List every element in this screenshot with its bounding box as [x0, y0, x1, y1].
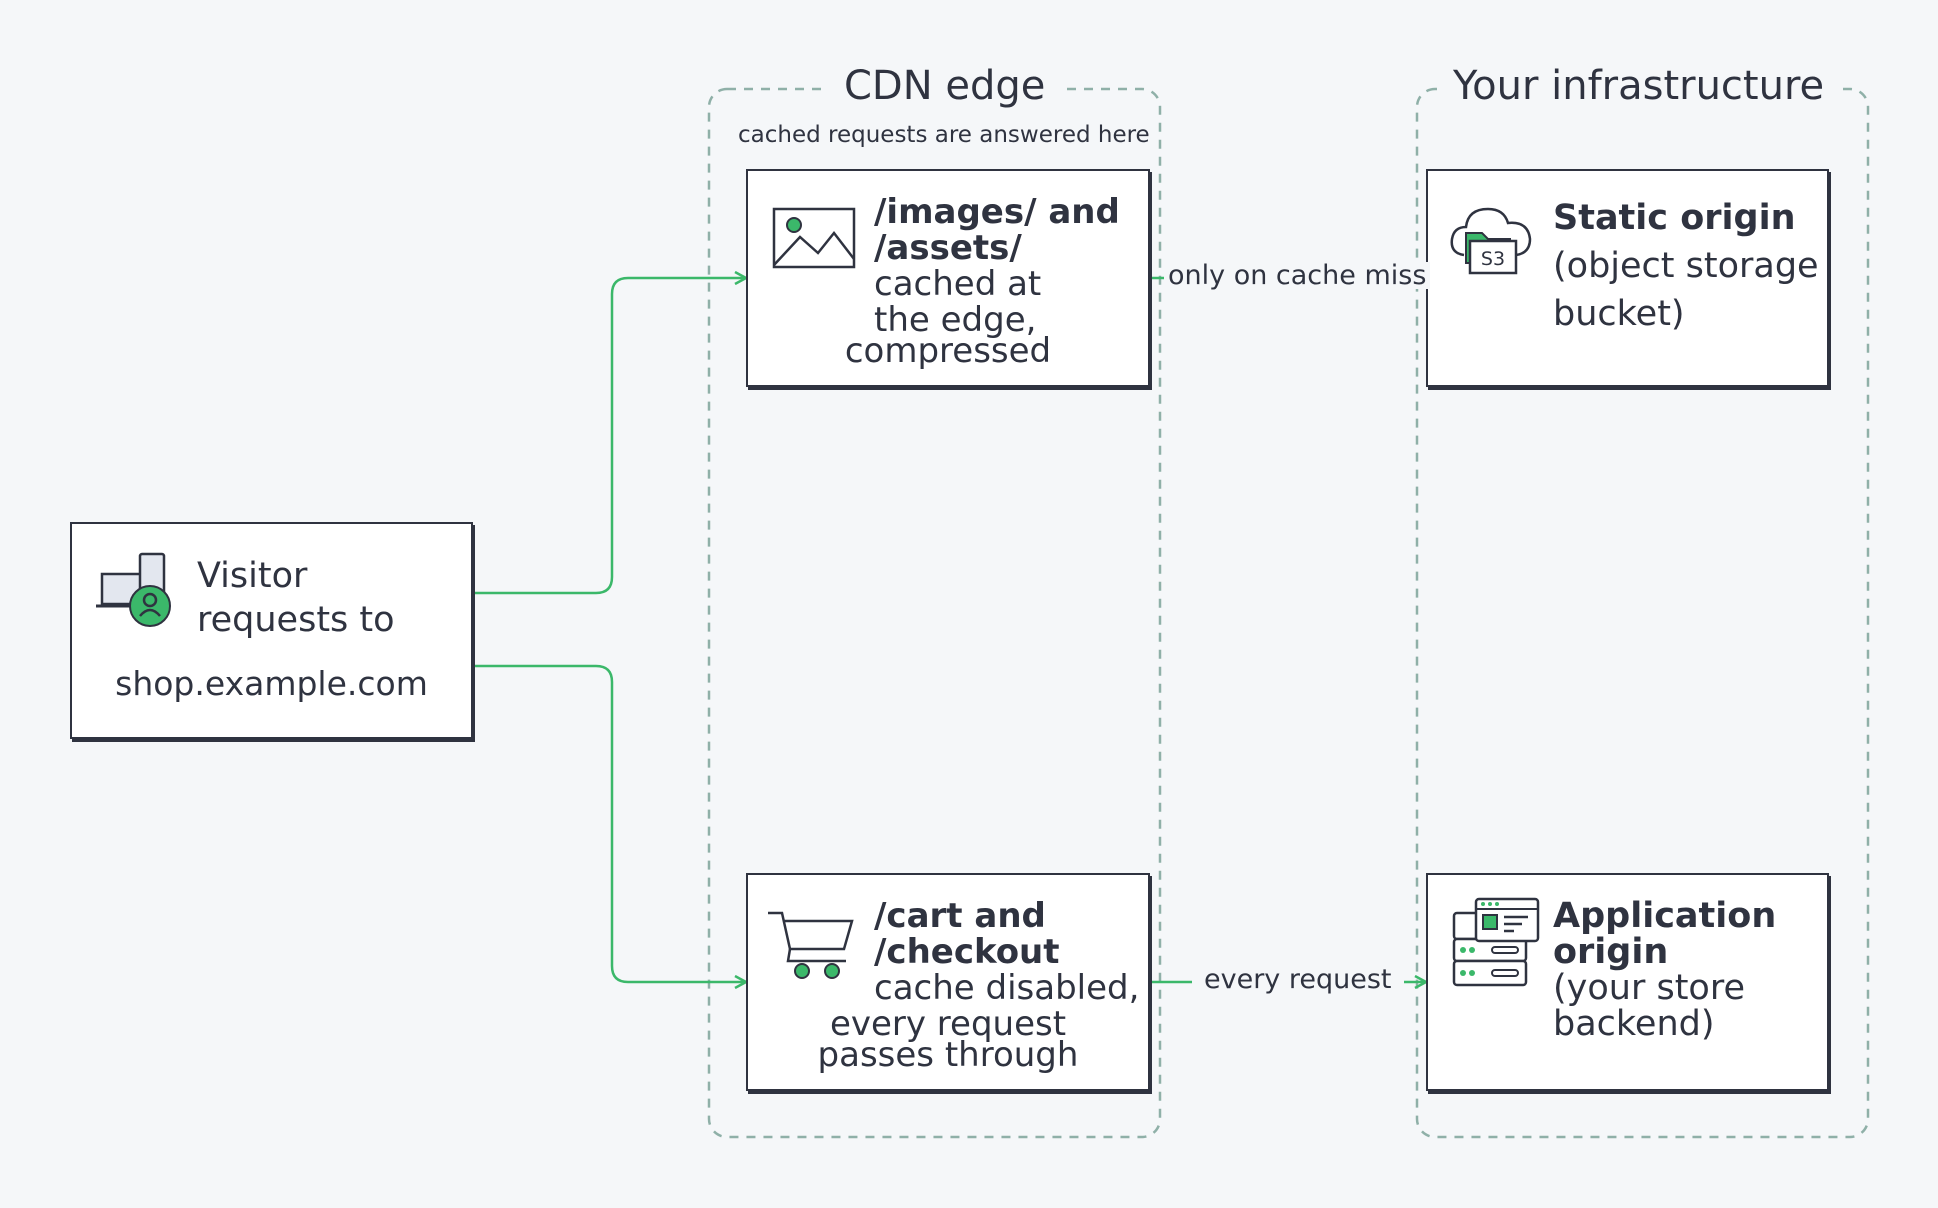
edge-label-cache-miss: only on cache miss	[1164, 262, 1431, 289]
static-icon-label: S3	[1481, 248, 1505, 270]
cloud-storage-icon: S3	[1450, 207, 1532, 275]
cart-path-line2: /checkout	[874, 932, 1060, 972]
static-origin-line2: (object storage	[1553, 246, 1819, 286]
cart-desc-line3: passes through	[817, 1035, 1079, 1075]
infrastructure-title: Your infrastructure	[1437, 66, 1841, 106]
images-assets-node[interactable]: /images/ and /assets/ cached at the edge…	[746, 169, 1150, 387]
cart-path-line1: /cart and	[874, 896, 1046, 936]
images-desc-line2: the edge,	[874, 300, 1037, 340]
cart-desc-line2: every request	[829, 1004, 1067, 1044]
devices-user-icon	[96, 552, 171, 627]
edge-label-every-request: every request	[1192, 966, 1404, 993]
cdn-edge-subtitle: cached requests are answered here	[738, 122, 1150, 148]
static-origin-node[interactable]: S3 Static origin (object storage bucket)	[1426, 169, 1829, 387]
app-origin-title1: Application	[1553, 896, 1777, 936]
cdn-edge-title: CDN edge	[828, 66, 1062, 106]
visitor-line2: requests to	[197, 600, 395, 640]
images-desc-line1: cached at	[874, 264, 1042, 304]
images-path-line2: /assets/	[874, 228, 1022, 268]
cart-checkout-node[interactable]: /cart and /checkout cache disabled, ever…	[746, 873, 1150, 1091]
visitor-domain: shop.example.com	[115, 664, 428, 703]
image-icon	[772, 207, 856, 269]
application-origin-node[interactable]: Application origin (your store backend)	[1426, 873, 1829, 1091]
edge-visitor-to-cart	[472, 664, 746, 982]
static-origin-line3: bucket)	[1553, 294, 1685, 334]
images-desc-line3: compressed	[844, 331, 1052, 371]
server-app-icon	[1452, 897, 1540, 987]
visitor-line1: Visitor	[197, 556, 308, 596]
visitor-node[interactable]: Visitor requests to shop.example.com	[70, 522, 473, 739]
edge-visitor-to-images	[472, 278, 746, 595]
cart-desc-line1: cache disabled,	[874, 968, 1140, 1008]
images-path-line1: /images/ and	[874, 192, 1120, 232]
static-origin-title: Static origin	[1553, 198, 1796, 238]
app-origin-line3: (your store	[1553, 968, 1746, 1008]
app-origin-line4: backend)	[1553, 1004, 1715, 1044]
app-origin-title2: origin	[1553, 932, 1669, 972]
shopping-cart-icon	[768, 911, 854, 979]
